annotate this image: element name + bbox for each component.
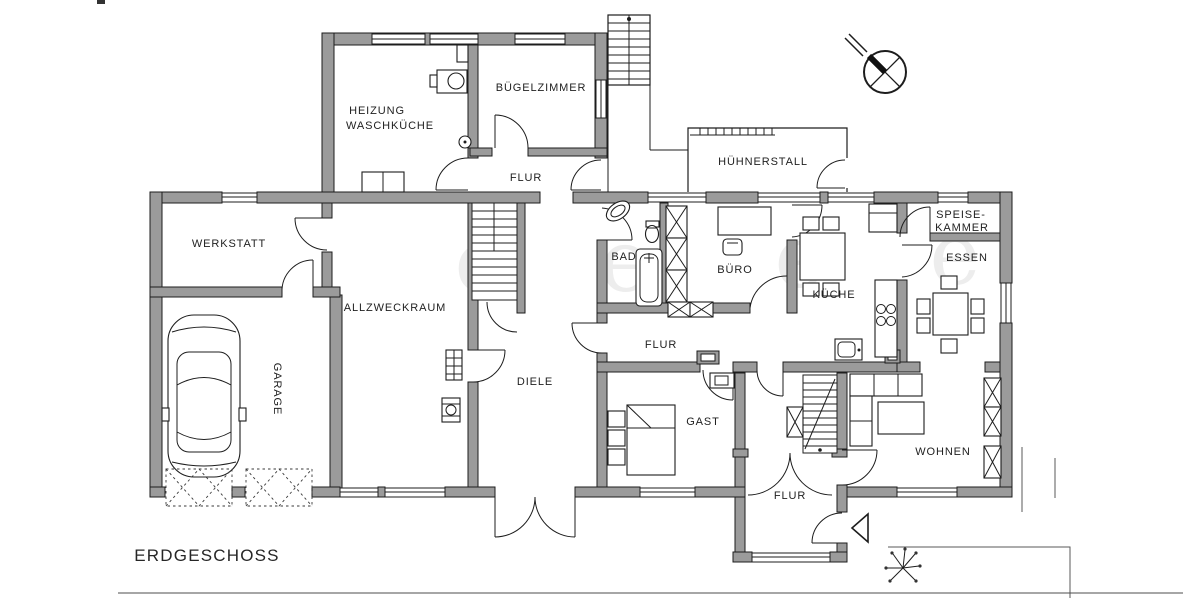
wardrobe [665,205,714,318]
room-label-flur-entry: FLUR [773,490,807,502]
room-label-huehnerstall: HÜHNERSTALL [718,156,808,168]
kitchen-sink [834,338,863,361]
staircase-basement [802,374,838,454]
room-label-speisekammer-2: KAMMER [935,222,989,234]
room-label-gast: GAST [686,416,720,428]
sofa [849,373,923,447]
staircase-outdoor [607,14,688,192]
tree-icon [884,547,922,583]
room-label-essen: ESSEN [946,252,988,264]
office-chair [722,238,743,256]
room-label-bad: BAD [611,251,637,263]
toilet [644,220,660,244]
room-label-flur-top: FLUR [509,172,543,184]
washing-machine [361,44,472,193]
room-label-werkstatt: WERKSTATT [191,238,267,250]
room-label-diele: DIELE [516,376,554,388]
coffee-table [877,401,925,435]
kitchen-table [799,216,846,297]
room-label-flur-mid: FLUR [644,339,678,351]
room-label-wohnen: WOHNEN [915,446,971,458]
garage-door [165,468,313,507]
huehnerstall-annex [687,127,848,192]
compass-icon [844,33,907,94]
windows [221,33,1012,563]
bathtub [635,248,663,307]
washbasin [605,200,631,222]
entrance-arrow-icon [850,512,869,544]
room-label-garage: GARAGE [271,362,283,416]
car-icon [161,314,247,478]
diele-fixtures [441,349,463,423]
dining-table-essen [916,275,985,354]
room-label-waschkueche: WASCHKÜCHE [345,120,435,132]
kitchen-counter [868,203,898,358]
radiator [786,377,1002,479]
room-label-kueche: KÜCHE [812,289,856,301]
room-label-buero: BÜRO [717,264,753,276]
room-label-speisekammer-1: SPEISE- [936,209,986,221]
room-label-allzweckraum: ALLZWECKRAUM [343,302,447,314]
scan-artifacts [97,0,1183,594]
terrace-lines [888,447,1071,598]
page-title: ERDGESCHOSS [134,546,280,565]
bed [607,404,676,476]
staircase-main [471,202,518,301]
room-label-buegelzimmer: BÜGELZIMMER [495,82,587,94]
room-label-heizung: HEIZUNG [349,105,405,117]
desk [717,206,772,236]
chimney [709,372,735,389]
